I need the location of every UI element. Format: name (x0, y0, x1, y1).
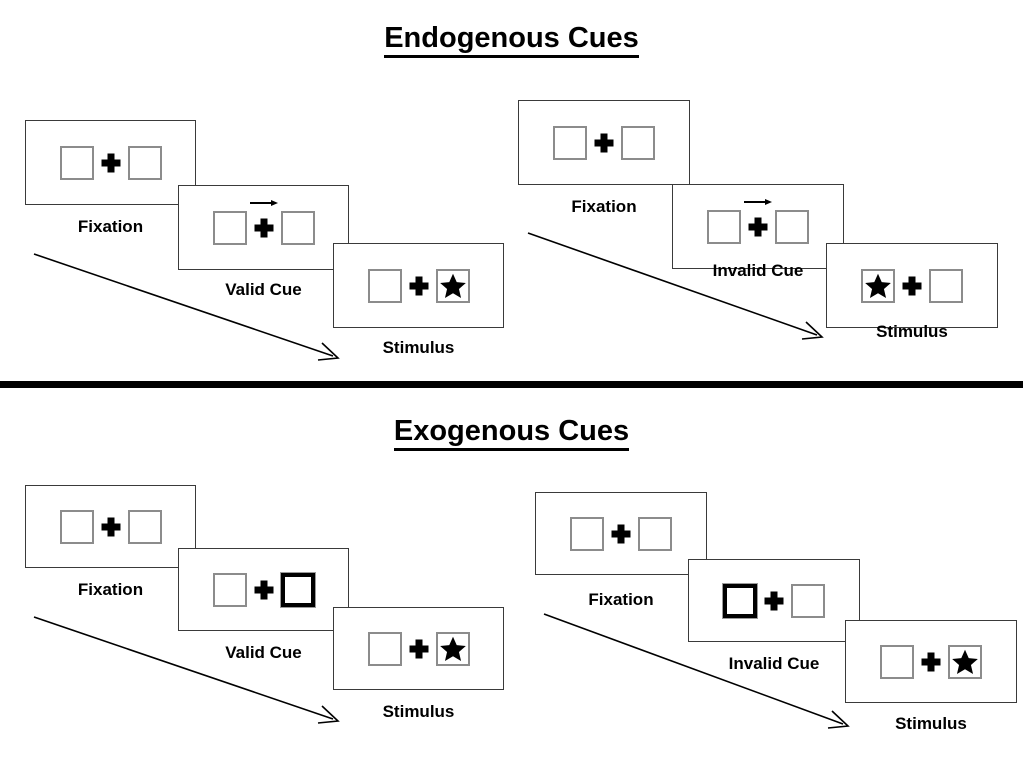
left-placeholder-box (570, 516, 604, 551)
time-flow-arrow-endogenous-valid (33, 253, 340, 361)
plus-icon (918, 645, 944, 679)
panel-content (707, 198, 809, 244)
panel-content (59, 145, 162, 180)
label-endogenous-valid-stimulus: Stimulus (382, 338, 455, 357)
panel-content (553, 125, 655, 160)
panel-exogenous-valid-cue[interactable] (178, 548, 349, 631)
label-endogenous-invalid-cue: Invalid Cue (712, 261, 804, 280)
fixation-cross-wrap (402, 632, 436, 666)
right-placeholder-box (127, 509, 162, 544)
label-endogenous-invalid-fixation: Fixation (571, 197, 637, 216)
section-title-endogenous: Endogenous Cues (0, 22, 1023, 58)
section-title-endogenous-text: Endogenous Cues (384, 22, 639, 58)
star-icon (865, 273, 891, 298)
right-placeholder-box (791, 583, 825, 618)
panel-exogenous-valid-stimulus[interactable] (333, 607, 504, 690)
left-placeholder-box-cued (722, 582, 758, 619)
right-placeholder-box (435, 268, 470, 303)
right-placeholder-box (948, 644, 982, 679)
panel-content (367, 631, 470, 666)
panel-content (367, 268, 470, 303)
fixation-cross-wrap (94, 510, 128, 544)
panel-content (880, 644, 982, 679)
left-placeholder-box (212, 210, 247, 245)
left-placeholder-box (880, 644, 914, 679)
label-endogenous-valid-cue: Valid Cue (225, 280, 302, 299)
fixation-cross-wrap (914, 645, 948, 679)
plus-icon (251, 573, 277, 607)
panel-exogenous-invalid-stimulus[interactable] (845, 620, 1017, 703)
time-flow-arrow-exogenous-valid (33, 616, 340, 724)
time-flow-arrow-exogenous-invalid (543, 613, 850, 729)
panel-exogenous-invalid-fixation[interactable] (535, 492, 707, 575)
star-icon (439, 273, 466, 298)
right-placeholder-box-cued (279, 571, 316, 608)
panel-content (212, 571, 316, 608)
left-placeholder-box (212, 572, 247, 607)
left-placeholder-box (59, 145, 94, 180)
arrow-right-icon (249, 199, 278, 206)
plus-icon (251, 211, 277, 245)
right-placeholder-box (435, 631, 470, 666)
plus-icon (406, 632, 432, 666)
right-placeholder-box (638, 516, 672, 551)
star-icon (439, 636, 466, 661)
panel-exogenous-valid-fixation[interactable] (25, 485, 196, 568)
star-icon (952, 649, 978, 674)
plus-icon (406, 269, 432, 303)
left-placeholder-box (861, 268, 895, 303)
label-exogenous-invalid-cue: Invalid Cue (728, 654, 820, 673)
plus-icon (899, 269, 925, 303)
right-placeholder-box (280, 210, 315, 245)
panel-content (59, 509, 162, 544)
right-placeholder-box (929, 268, 963, 303)
arrow-right-icon (744, 198, 772, 205)
label-exogenous-valid-cue: Valid Cue (225, 643, 302, 662)
label-exogenous-valid-fixation: Fixation (77, 580, 144, 599)
panel-exogenous-invalid-cue[interactable] (688, 559, 860, 642)
label-exogenous-invalid-fixation: Fixation (588, 590, 654, 609)
section-title-exogenous: Exogenous Cues (0, 415, 1023, 451)
right-placeholder-box (127, 145, 162, 180)
fixation-cross-wrap (604, 517, 638, 551)
plus-icon (98, 510, 124, 544)
section-title-exogenous-text: Exogenous Cues (393, 415, 630, 451)
section-divider (0, 381, 1023, 388)
panel-endogenous-valid-fixation[interactable] (25, 120, 196, 205)
fixation-cross-wrap (895, 269, 929, 303)
plus-icon (98, 146, 124, 180)
label-exogenous-valid-stimulus: Stimulus (382, 702, 455, 721)
left-placeholder-box (553, 125, 587, 160)
left-placeholder-box (367, 631, 402, 666)
label-exogenous-invalid-stimulus: Stimulus (895, 714, 967, 733)
right-placeholder-box (775, 209, 809, 244)
label-endogenous-valid-fixation: Fixation (77, 217, 144, 236)
right-placeholder-box (621, 125, 655, 160)
plus-icon (608, 517, 634, 551)
label-endogenous-invalid-stimulus: Stimulus (876, 322, 948, 341)
panel-endogenous-invalid-cue[interactable] (672, 184, 844, 269)
panel-content (861, 268, 963, 303)
fixation-cross-wrap (247, 573, 281, 607)
fixation-cross-wrap (94, 146, 128, 180)
fixation-cross-wrap (402, 269, 436, 303)
panel-endogenous-invalid-stimulus[interactable] (826, 243, 998, 328)
panel-content (722, 582, 825, 619)
panel-content (212, 199, 315, 245)
fixation-cross-wrap (247, 199, 281, 245)
plus-icon (591, 126, 617, 160)
fixation-cross-wrap (587, 126, 621, 160)
panel-endogenous-valid-stimulus[interactable] (333, 243, 504, 328)
panel-endogenous-valid-cue[interactable] (178, 185, 349, 270)
panel-content (570, 516, 672, 551)
panel-endogenous-invalid-fixation[interactable] (518, 100, 690, 185)
fixation-cross-wrap (741, 198, 775, 244)
left-placeholder-box (707, 209, 741, 244)
time-flow-arrow-endogenous-invalid (527, 232, 824, 340)
left-placeholder-box (367, 268, 402, 303)
left-placeholder-box (59, 509, 94, 544)
